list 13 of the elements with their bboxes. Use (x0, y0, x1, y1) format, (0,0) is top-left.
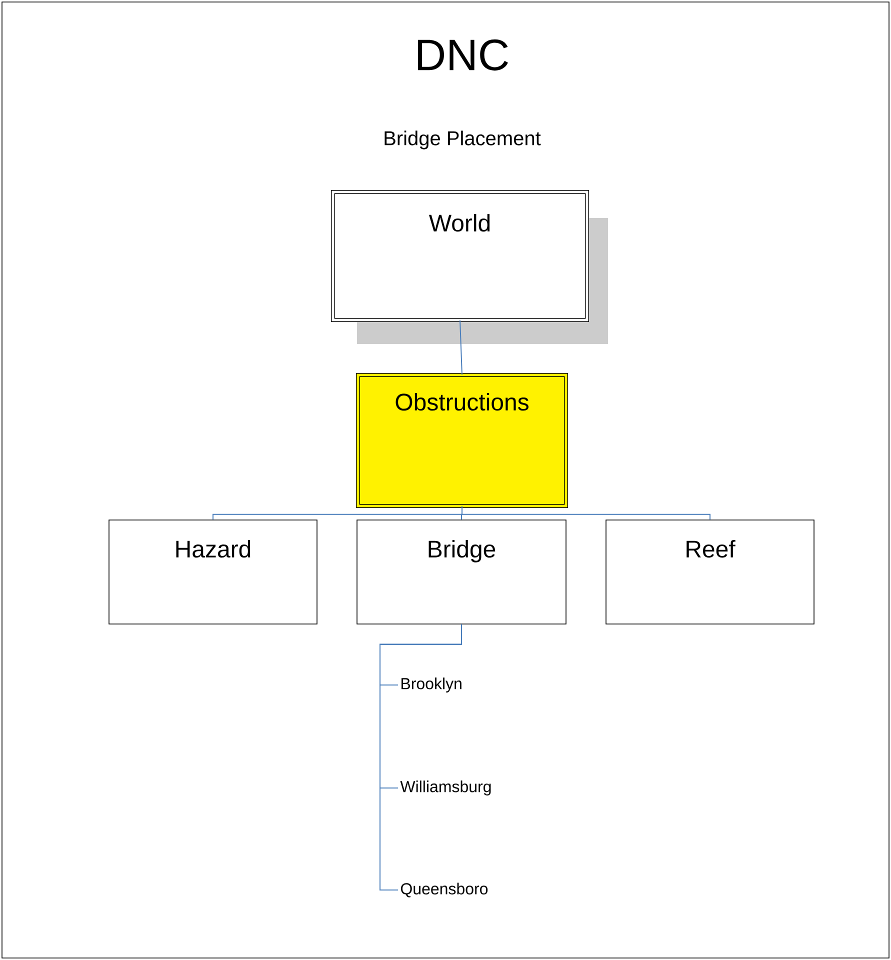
list-item: Queensboro (400, 882, 488, 898)
connector-line (380, 624, 462, 890)
title-box: World (331, 190, 608, 344)
connector-line (460, 320, 462, 376)
category-box: Obstructions (356, 373, 568, 508)
list-item: Williamsburg (400, 780, 491, 796)
item-box: Reef (606, 520, 814, 624)
connector-line (462, 506, 710, 520)
item-box: Hazard (108, 520, 318, 624)
title: DNC (418, 39, 508, 71)
list-item: Brooklyn (402, 678, 462, 692)
subtitle: Bridge Placement (384, 130, 541, 150)
item-box: Bridge (356, 520, 566, 624)
